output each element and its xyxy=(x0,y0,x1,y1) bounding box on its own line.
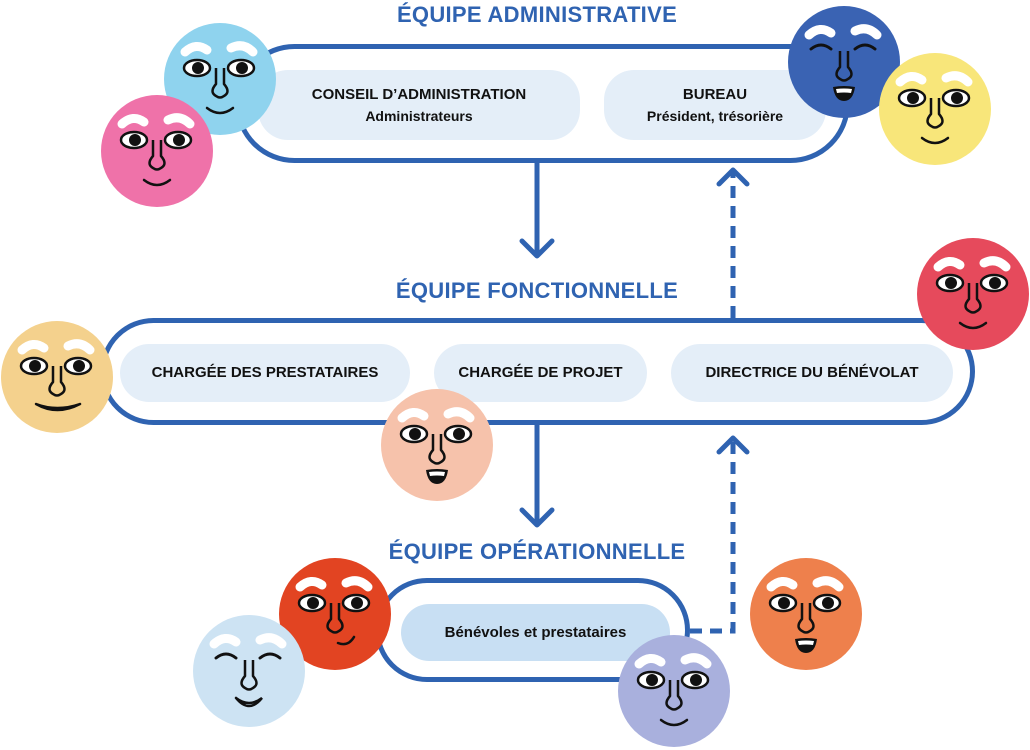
role-title: BUREAU xyxy=(682,85,748,103)
face-icon xyxy=(164,23,276,135)
face-icon xyxy=(1,321,113,433)
role-benevoles-prestataires: Bénévoles et prestataires xyxy=(401,604,670,661)
role-conseil-administration: CONSEIL D’ADMINISTRATION Administrateurs xyxy=(258,70,580,140)
team-title-fonctionnelle: ÉQUIPE FONCTIONNELLE xyxy=(395,278,679,303)
face-icon xyxy=(193,615,305,727)
face-icon xyxy=(750,558,862,670)
arrow-down-icon xyxy=(519,163,555,259)
face-icon xyxy=(618,635,730,747)
dashed-arrow-up-icon xyxy=(716,167,750,318)
role-subtitle: Président, trésorière xyxy=(646,107,784,124)
role-directrice-benevolat: DIRECTRICE DU BÉNÉVOLAT xyxy=(671,344,953,402)
role-title: CONSEIL D’ADMINISTRATION xyxy=(311,85,527,103)
dashed-arrow-up-icon xyxy=(690,435,750,634)
role-subtitle: Administrateurs xyxy=(365,107,473,124)
role-chargee-projet: CHARGÉE DE PROJET xyxy=(434,344,647,402)
role-bureau: BUREAU Président, trésorière xyxy=(604,70,826,140)
face-icon xyxy=(381,389,493,501)
face-icon xyxy=(279,558,391,670)
role-chargee-prestataires: CHARGÉE DES PRESTATAIRES xyxy=(120,344,410,402)
face-icon xyxy=(917,238,1029,350)
face-icon xyxy=(879,53,991,165)
team-title-administrative: ÉQUIPE ADMINISTRATIVE xyxy=(396,2,678,27)
face-icon xyxy=(788,6,900,118)
face-icon xyxy=(101,95,213,207)
arrow-down-icon xyxy=(519,425,555,528)
team-title-operationnelle: ÉQUIPE OPÉRATIONNELLE xyxy=(388,539,686,564)
